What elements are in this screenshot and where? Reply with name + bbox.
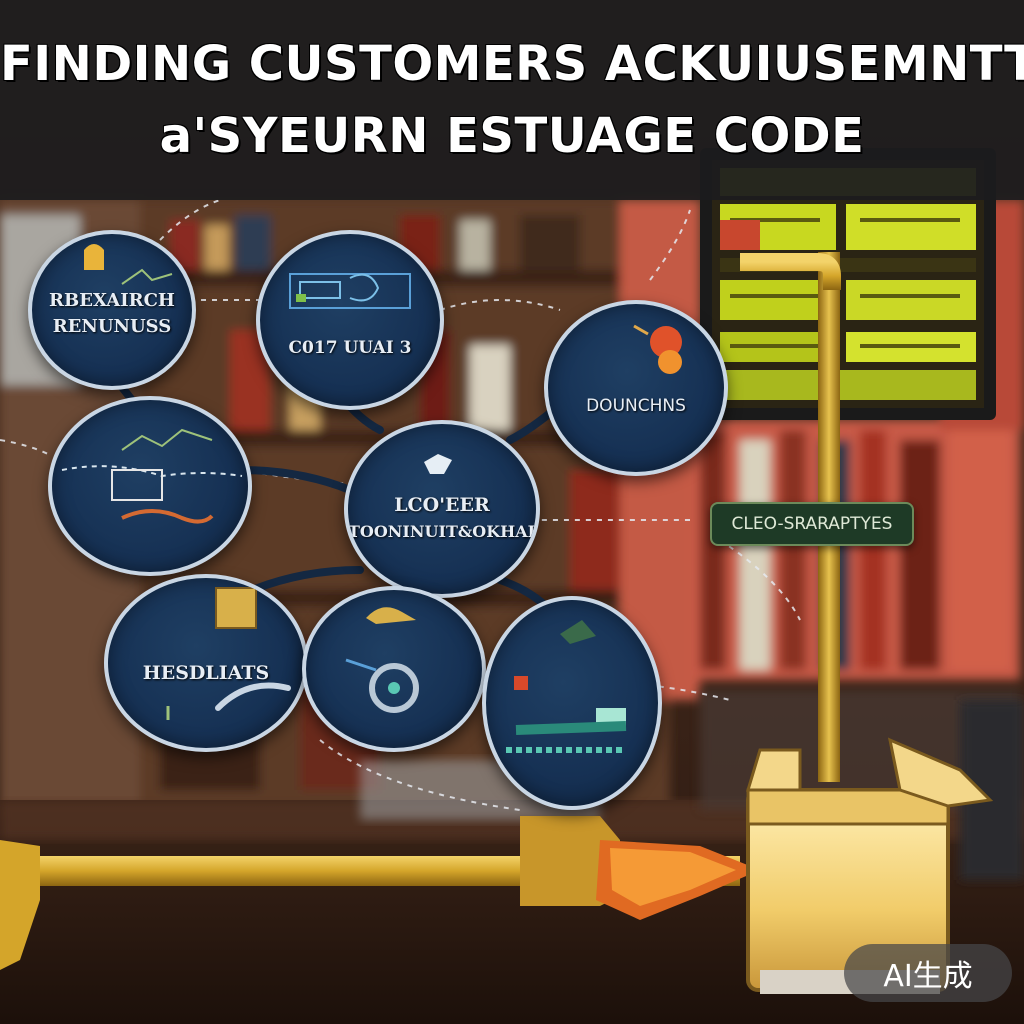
node-hesdliats-label: HESDLIATS bbox=[142, 662, 270, 684]
wrench-icon bbox=[166, 587, 291, 720]
node-c017-label: C017 UUAI 3 bbox=[288, 338, 412, 358]
node-machine bbox=[482, 596, 662, 810]
node-research-label-1: RBEXAIRCH bbox=[49, 290, 175, 311]
machine-icon bbox=[506, 620, 627, 753]
chart-board-icon bbox=[61, 428, 243, 524]
node-gear bbox=[302, 586, 486, 752]
title-line-2: a'SYEURN ESTUAGE CODE bbox=[159, 108, 865, 164]
node-center: LCO'EER TOONINUIT&OKHAD bbox=[344, 420, 540, 598]
node-research-label-2: RENUNUSS bbox=[52, 316, 172, 337]
node-center-label-1: LCO'EER bbox=[394, 494, 490, 516]
node-hesdliats: HESDLIATS bbox=[104, 574, 308, 752]
node-c017: C017 UUAI 3 bbox=[256, 230, 444, 410]
node-chart bbox=[48, 396, 252, 576]
fruit-icon bbox=[633, 324, 682, 374]
bird-icon bbox=[424, 454, 452, 474]
title-band: FINDING CUSTOMERS ACKUIUSEMNTT a'SYEURN … bbox=[0, 0, 1024, 200]
node-douncings: DOUNCHNS bbox=[544, 300, 728, 476]
lightbulb-icon bbox=[84, 244, 173, 285]
cleo-label: CLEO-SRARAPTYES bbox=[710, 502, 914, 546]
node-douncings-label: DOUNCHNS bbox=[586, 396, 686, 416]
blueprint-icon bbox=[289, 273, 411, 309]
node-research: RBEXAIRCH RENUNUSS bbox=[28, 230, 196, 390]
title-line-1: FINDING CUSTOMERS ACKUIUSEMNTT bbox=[0, 36, 1024, 92]
node-center-label-2: TOONINUIT&OKHAD bbox=[348, 522, 540, 541]
gear-icon bbox=[345, 607, 419, 713]
ai-generated-badge: AI生成 bbox=[844, 944, 1012, 1002]
